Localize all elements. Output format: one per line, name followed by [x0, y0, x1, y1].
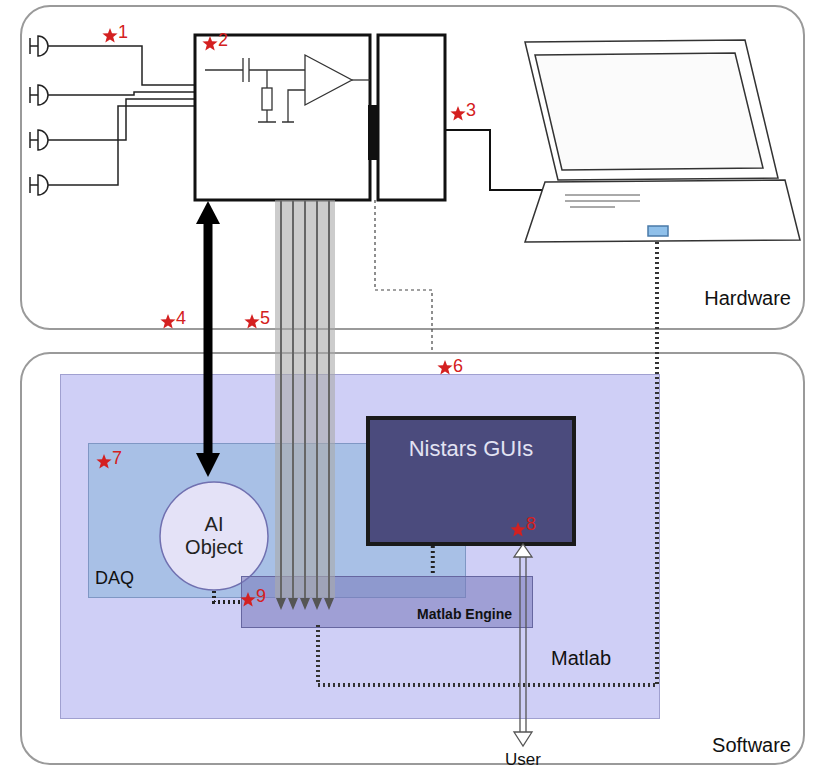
callout-number: 3 [466, 100, 476, 121]
node-label: Matlab [551, 647, 611, 670]
node-label: Hardware [704, 287, 791, 310]
usb-cable [445, 130, 545, 190]
ai-object-circle: AI Object [159, 481, 269, 591]
software-region: SoftwareMatlabDAQAI ObjectNistars GUIsMa… [20, 352, 805, 765]
matlab-engine-box: Matlab Engine [241, 576, 533, 628]
callout-number: 2 [218, 30, 228, 51]
callout-number: 4 [176, 308, 186, 329]
node-label: DAQ [95, 568, 134, 589]
node-label: Nistars GUIs [409, 436, 534, 461]
node-label: AI Object [178, 513, 250, 559]
callout-number: 1 [118, 22, 128, 43]
callout-number: 7 [112, 448, 122, 469]
dotted-connector [214, 591, 241, 602]
mic-wires [48, 46, 195, 185]
callout-number: 5 [260, 308, 270, 329]
callout-number: 9 [256, 586, 266, 607]
callout-number: 6 [453, 356, 463, 377]
microphones [30, 36, 48, 195]
amplifier-box [195, 35, 445, 200]
node-label: Matlab Engine [417, 606, 512, 622]
user-label: User [505, 750, 541, 770]
hardware-region: Hardware [20, 5, 805, 330]
dotted-connector [431, 546, 435, 576]
node-label: Software [712, 734, 791, 757]
laptop [525, 40, 800, 242]
gui-box: Nistars GUIs [366, 416, 576, 546]
matlab-panel: Matlab DAQ AI Object Nistars GUIsMatlab Eng… [60, 374, 660, 719]
callout-number: 8 [526, 514, 536, 535]
